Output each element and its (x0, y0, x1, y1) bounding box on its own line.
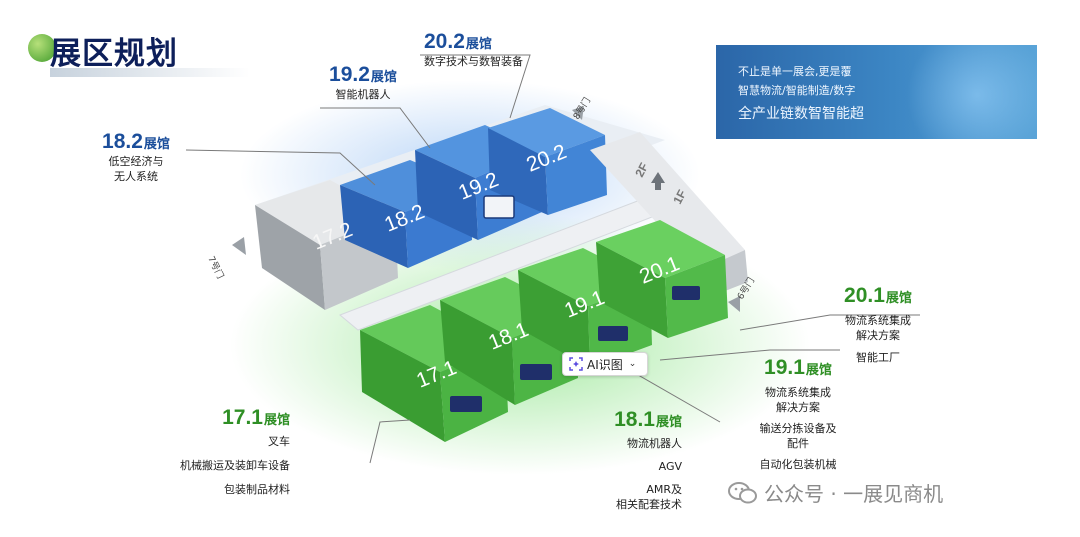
hall-desc-19-1-line2: 解决方案 (776, 401, 820, 414)
title-underline (50, 68, 250, 77)
booth-icon-20-1 (672, 286, 700, 300)
hall-label-20-1: 20.1展馆 物流系统集成 解决方案 智能工厂 (828, 284, 928, 365)
hall-label-18-1: 18.1展馆 物流机器人 AGV AMR及 相关配套技术 (580, 408, 682, 512)
banner-glow (897, 45, 1037, 139)
wechat-icon (728, 481, 758, 504)
hall-number-19-2: 19.2展馆 (329, 63, 397, 86)
hall-desc-19-1-line4: 配件 (787, 437, 809, 450)
gate7-arrow-icon (232, 237, 246, 255)
promo-banner: 不止是单一展会,更是覆 智慧物流/智能制造/数字 全产业链数智智能超 (716, 45, 1037, 139)
floor-2f-label: 2F (632, 160, 651, 179)
hall-desc-18-2-line1: 低空经济与 (108, 155, 164, 168)
title-block: 展区规划 (28, 28, 250, 80)
hall-desc-18-1-line2: AGV (658, 460, 682, 473)
floor-1f-label: 1F (670, 187, 689, 206)
hall-label-19-1: 19.1展馆 物流系统集成 解决方案 输送分拣设备及 配件 自动化包装机械 (748, 356, 848, 472)
hall-label-17-1: 17.1展馆 叉车 机械搬运及装卸车设备 包装制品材料 (150, 406, 290, 497)
hall-desc-20-1-line1: 物流系统集成 (845, 314, 911, 327)
hall-desc-17-1-line1: 叉车 (268, 435, 290, 448)
hall-block-20-2 (488, 108, 607, 215)
hall-desc-18-1-line4: 相关配套技术 (616, 498, 682, 511)
booth-icon-17-1 (450, 396, 482, 412)
hall-label-20-2: 20.2展馆 数字技术与数智装备 (424, 30, 523, 69)
gate7-label: 7号门 (205, 254, 226, 281)
hall-desc-19-1-line3: 输送分拣设备及 (759, 422, 837, 435)
gate6-arrow-icon (728, 296, 740, 312)
hall-number-17-1: 17.1展馆 (222, 406, 290, 429)
banner-line-2: 智慧物流/智能制造/数字 (738, 84, 856, 97)
floor-arrow-stem (655, 183, 661, 190)
hall-desc-17-1-line3: 包装制品材料 (224, 483, 290, 496)
page-title: 展区规划 (50, 36, 178, 72)
banner-line-1: 不止是单一展会,更是覆 (738, 65, 852, 78)
hall-desc-20-1-line3: 智能工厂 (856, 351, 900, 364)
title-bullet-icon (28, 34, 56, 62)
hall-desc-17-1-line2: 机械搬运及装卸车设备 (180, 459, 290, 472)
ai-recognize-button[interactable]: AI识图 ⌄ (562, 352, 648, 376)
ai-scan-icon (569, 357, 583, 371)
hall-desc-20-1-line2: 解决方案 (856, 329, 900, 342)
hall-desc-18-2-line2: 无人系统 (114, 170, 158, 183)
hall-number-19-1: 19.1展馆 (764, 356, 832, 379)
hall-number-20-1: 20.1展馆 (844, 284, 912, 307)
gate8-arrow-icon (572, 106, 584, 120)
banner-line-3: 全产业链数智智能超 (738, 106, 864, 122)
hall-desc-19-1-line5: 自动化包装机械 (759, 458, 837, 471)
ai-recognize-label: AI识图 (587, 357, 623, 372)
hall-desc-19-1-line1: 物流系统集成 (765, 386, 831, 399)
booth-icon-19-2 (483, 195, 515, 219)
booth-icon-19-1 (598, 326, 628, 341)
hall-label-19-2: 19.2展馆 智能机器人 (318, 63, 408, 102)
hall-number-18-1: 18.1展馆 (614, 408, 682, 431)
floor-up-arrow-icon (651, 172, 665, 183)
booth-icon-18-1 (520, 364, 552, 380)
hall-number-18-2: 18.2展馆 (102, 130, 170, 153)
hall-desc-18-1-line3: AMR及 (646, 483, 682, 496)
hall-desc-19-2: 智能机器人 (335, 88, 391, 101)
hall-label-18-2: 18.2展馆 低空经济与 无人系统 (86, 130, 186, 184)
chevron-down-icon: ⌄ (628, 359, 637, 369)
hall-desc-20-2: 数字技术与数智装备 (424, 55, 523, 68)
watermark: 公众号 · 一展见商机 (728, 478, 943, 507)
hall-desc-18-1-line1: 物流机器人 (627, 437, 682, 450)
watermark-text: 公众号 · 一展见商机 (764, 482, 944, 506)
hall-number-20-2: 20.2展馆 (424, 30, 492, 53)
